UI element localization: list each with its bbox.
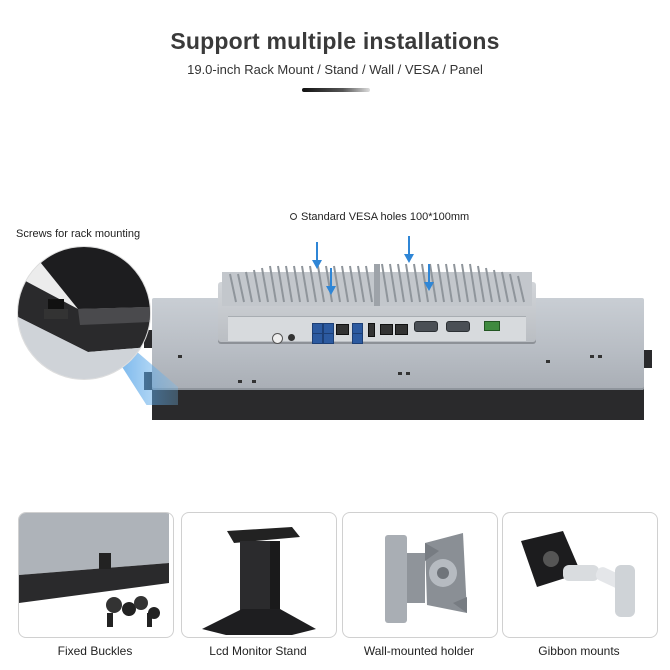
vent-slot — [406, 372, 410, 375]
arrow-down-icon — [326, 268, 336, 295]
gibbon-mount-image — [521, 531, 635, 617]
mount-card-wall-holder — [342, 512, 498, 638]
vent-slot — [178, 355, 182, 358]
heatsink-fins — [222, 263, 532, 306]
arrow-down-icon — [312, 242, 322, 269]
usb-port — [323, 333, 334, 344]
lan-port — [380, 324, 393, 335]
caption-wall-holder: Wall-mounted holder — [363, 644, 475, 658]
rack-screw-detail — [18, 247, 150, 379]
mount-card-gibbon — [502, 512, 658, 638]
rack-ear-left — [144, 330, 154, 348]
lan-port — [395, 324, 408, 335]
vesa-annotation: Standard VESA holes 100*100mm — [290, 211, 469, 223]
vent-slot — [546, 360, 550, 363]
mount-card-lcd-stand — [181, 512, 337, 638]
vent-slot — [252, 380, 256, 383]
hdmi-port — [368, 323, 375, 337]
com-port — [414, 321, 438, 332]
rack-screw-zoom — [17, 246, 151, 380]
rack-ear-right — [642, 350, 652, 368]
page-title: Support multiple installations — [170, 28, 500, 54]
vent-slot — [398, 372, 402, 375]
page-subtitle: 19.0-inch Rack Mount / Stand / Wall / VE… — [187, 62, 483, 77]
bullet-icon — [290, 212, 297, 220]
caption-gibbon: Gibbon mounts — [538, 644, 620, 658]
wall-holder-image — [385, 533, 467, 623]
com-port — [446, 321, 470, 332]
dc-jack — [288, 334, 295, 341]
lan-port — [336, 324, 349, 335]
power-button-icon — [272, 333, 283, 344]
fixed-buckles-image — [19, 513, 169, 627]
arrow-down-icon — [404, 236, 414, 263]
vent-slot — [238, 380, 242, 383]
vesa-annotation-text: Standard VESA holes 100*100mm — [301, 211, 470, 223]
caption-fixed-buckles: Fixed Buckles — [57, 644, 133, 658]
caption-lcd-stand: Lcd Monitor Stand — [209, 644, 307, 658]
usb-port — [312, 333, 323, 344]
title-underline — [302, 88, 370, 92]
screws-annotation: Screws for rack mounting — [16, 228, 141, 240]
gpio-terminal — [484, 321, 500, 331]
vent-slot — [598, 355, 602, 358]
arrow-down-icon — [424, 264, 434, 291]
vent-slot — [590, 355, 594, 358]
mount-card-fixed-buckles — [18, 512, 174, 638]
lcd-stand-image — [202, 527, 316, 635]
usb-port — [352, 333, 363, 344]
